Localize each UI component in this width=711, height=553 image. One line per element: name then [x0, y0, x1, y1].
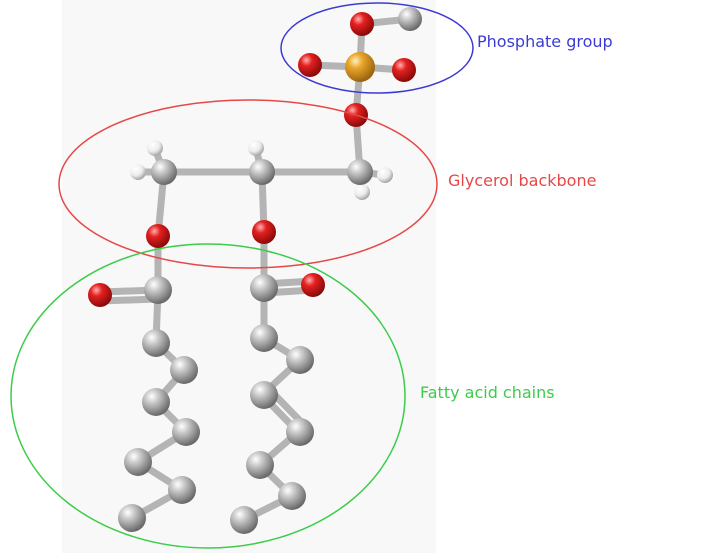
- carbon-atom: [278, 482, 306, 510]
- glycerol-backbone-label: Glycerol backbone: [448, 171, 597, 190]
- phosphate-group-outline: [280, 2, 474, 94]
- hydrogen-atom: [130, 164, 146, 180]
- carbon-atom: [347, 159, 373, 185]
- phosphate-group-label: Phosphate group: [477, 32, 613, 51]
- oxygen-atom: [301, 273, 325, 297]
- carbon-atom: [250, 381, 278, 409]
- carbon-atom: [250, 274, 278, 302]
- carbon-atom: [286, 418, 314, 446]
- carbon-atom: [286, 346, 314, 374]
- carbon-atom: [124, 448, 152, 476]
- oxygen-atom: [392, 58, 416, 82]
- carbon-atom: [151, 159, 177, 185]
- carbon-atom: [168, 476, 196, 504]
- hydrogen-atom: [377, 167, 393, 183]
- carbon-atom: [250, 324, 278, 352]
- fatty-acid-chains-outline: [10, 243, 406, 549]
- hydrogen-atom: [248, 140, 264, 156]
- oxygen-atom: [252, 220, 276, 244]
- carbon-atom: [142, 388, 170, 416]
- hydrogen-atom: [354, 184, 370, 200]
- carbon-atom: [170, 356, 198, 384]
- carbon-atom: [246, 451, 274, 479]
- fatty-acid-chains-label: Fatty acid chains: [420, 383, 555, 402]
- glycerol-backbone-outline: [58, 99, 438, 269]
- hydrogen-atom: [147, 140, 163, 156]
- bonds: [96, 15, 414, 524]
- carbon-atom: [172, 418, 200, 446]
- oxygen-atom: [350, 12, 374, 36]
- carbon-atom: [142, 329, 170, 357]
- oxygen-atom: [88, 283, 112, 307]
- carbon-atom: [118, 504, 146, 532]
- carbon-atom: [398, 7, 422, 31]
- phosphorus-atom: [345, 52, 375, 82]
- oxygen-atom: [146, 224, 170, 248]
- carbon-atom: [230, 506, 258, 534]
- carbon-atom: [144, 276, 172, 304]
- carbon-atom: [249, 159, 275, 185]
- oxygen-atom: [298, 53, 322, 77]
- atoms: [88, 7, 422, 534]
